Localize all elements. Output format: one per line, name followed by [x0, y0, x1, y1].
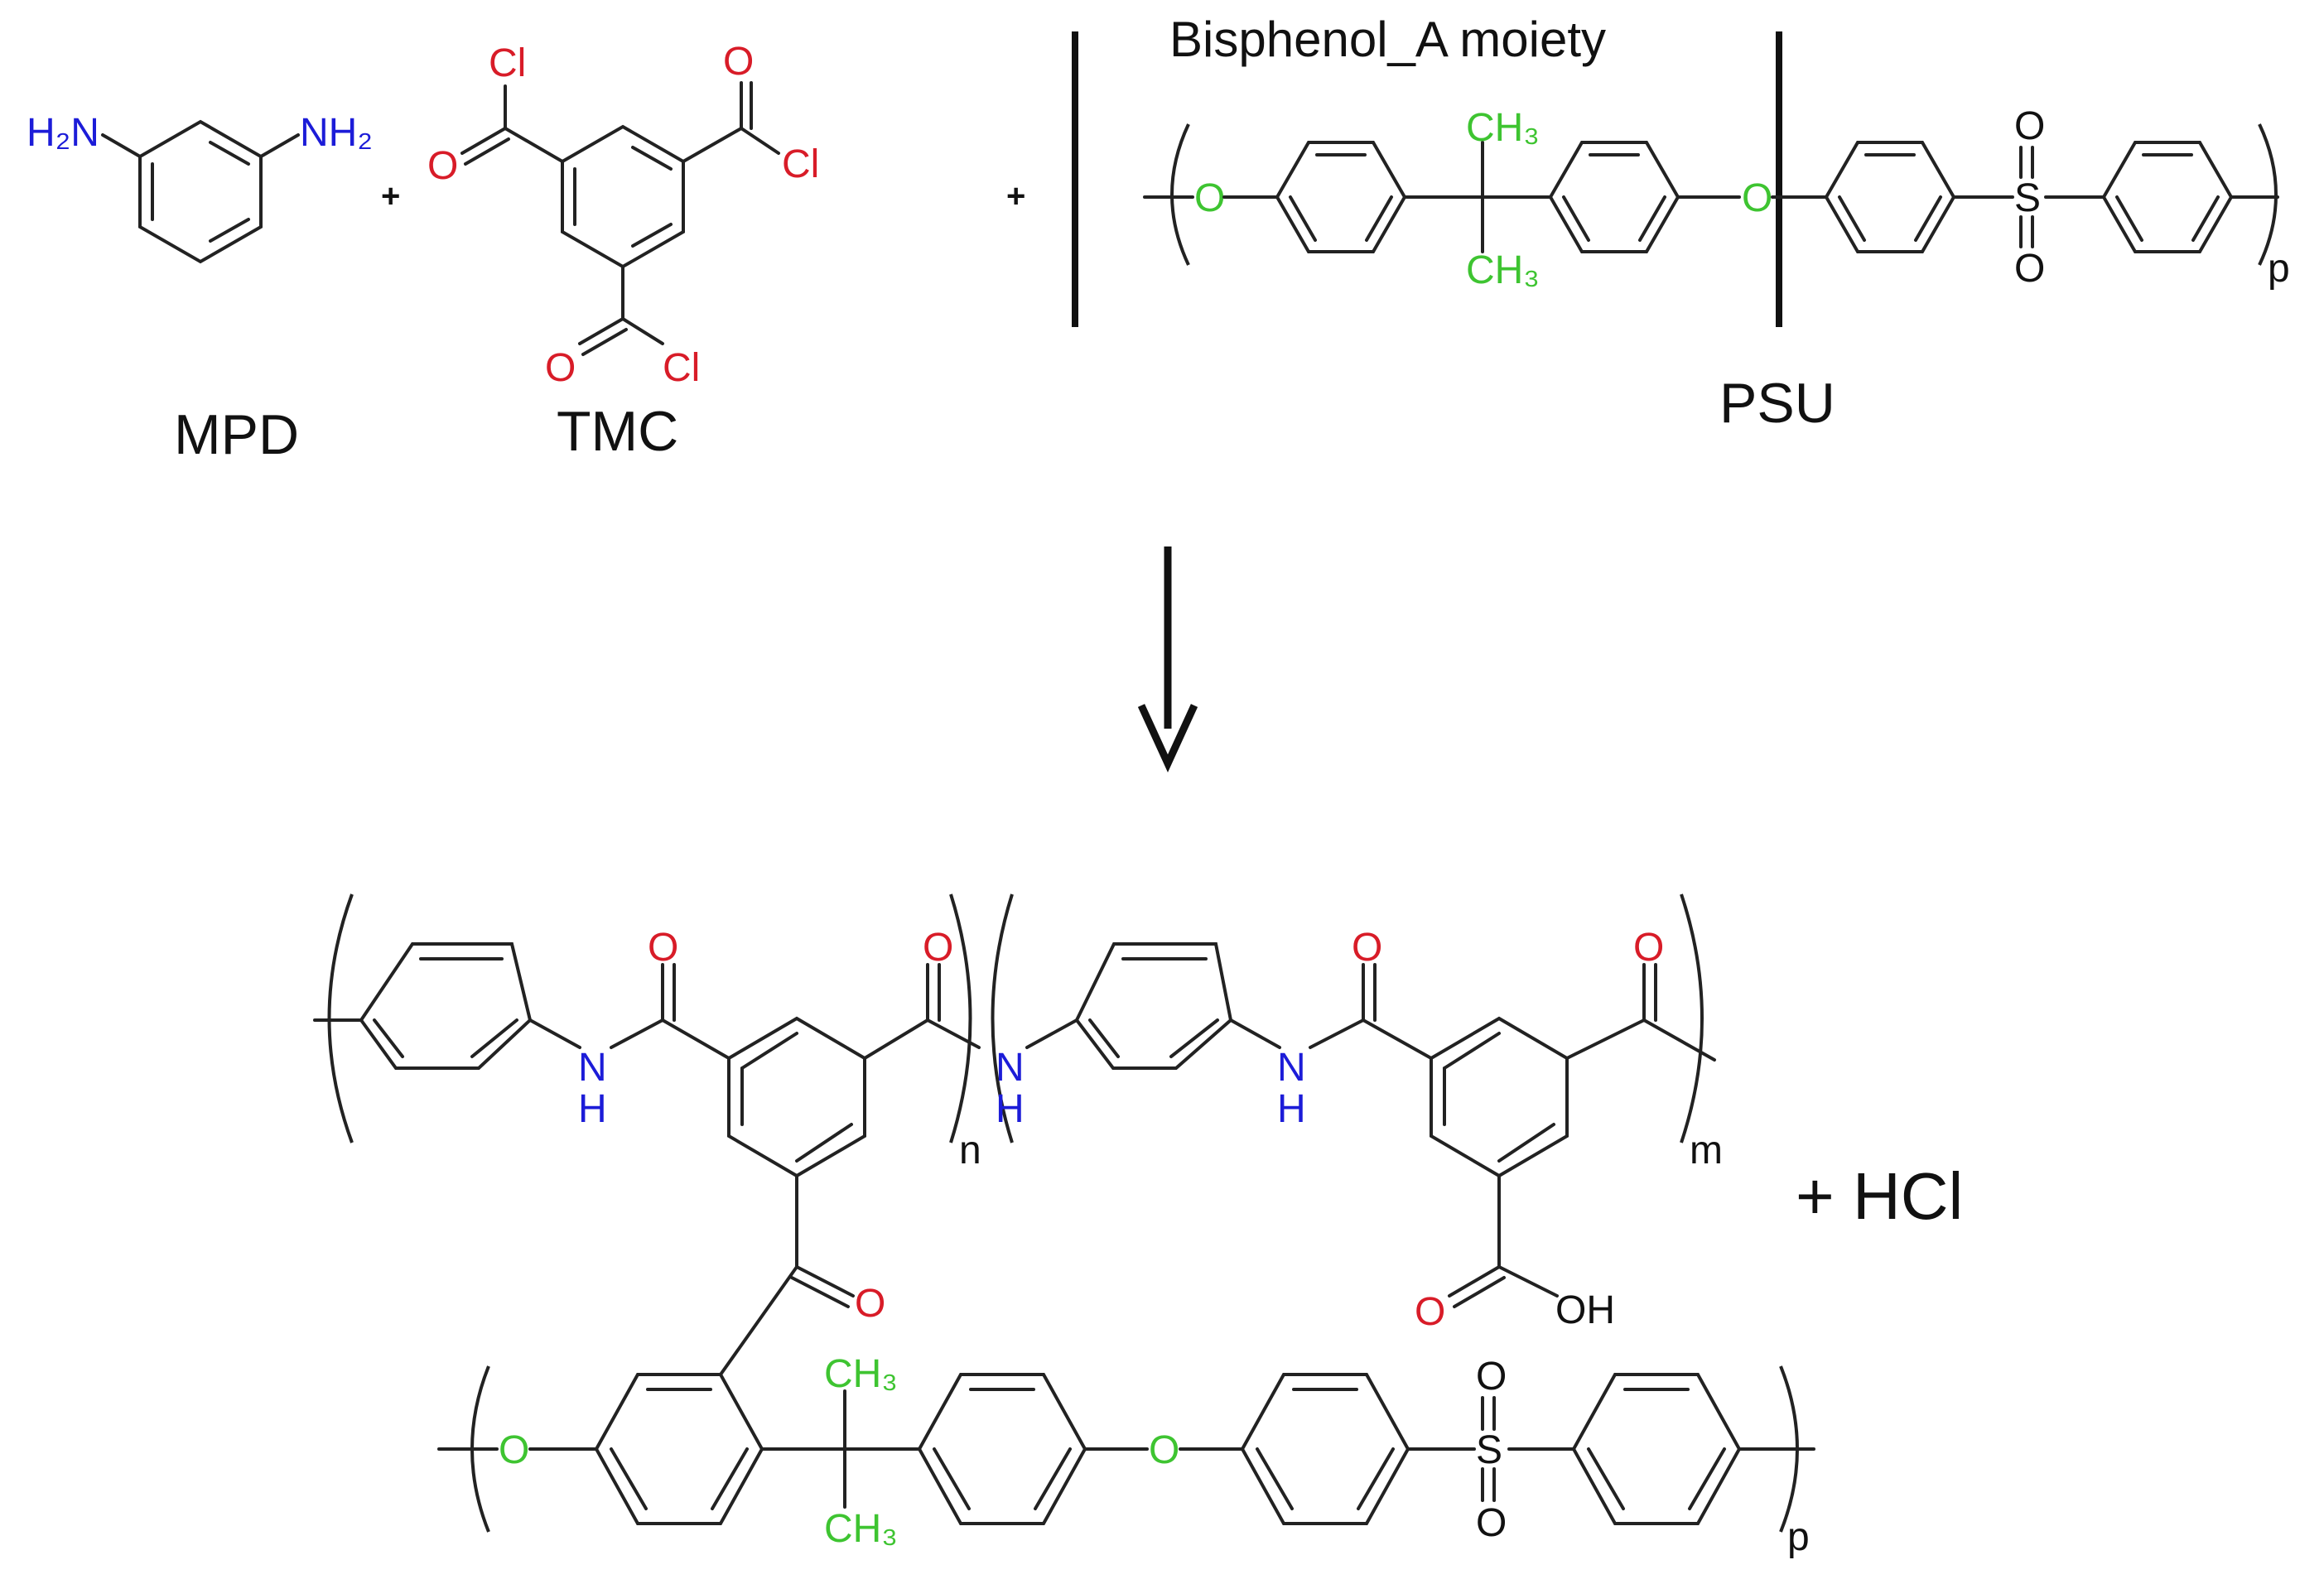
- carbonyl-o-2-label: O: [923, 926, 953, 970]
- linking-carbonyl-o-label: O: [855, 1282, 885, 1326]
- reaction-arrow: [1137, 546, 1198, 773]
- carbonyl-o-4-label: O: [1633, 926, 1664, 970]
- product-repeat-subscript-p: p: [1787, 1515, 1810, 1559]
- amide-n-2-label: N: [996, 1046, 1025, 1090]
- psu-structure: O CH₃ CH₃ O S O O: [1143, 104, 2279, 292]
- mpd-amine-left-label: H₂N: [27, 111, 99, 155]
- psu-ether-o-right-label: O: [1742, 176, 1772, 220]
- product-sulfone-o-top-label: O: [1476, 1355, 1507, 1399]
- amide-h-2-label: H: [996, 1087, 1025, 1131]
- tmc-bottom-o-label: O: [545, 346, 576, 390]
- polyamide-network-structure: N H O O n N H N H O: [313, 893, 1723, 1376]
- amide-n-1-label: N: [578, 1046, 607, 1090]
- tmc-right-o-label: O: [723, 40, 754, 84]
- repeat-subscript-n: n: [959, 1129, 981, 1172]
- psu-sulfone-o-bottom-label: O: [2014, 247, 2045, 291]
- carbonyl-o-1-label: O: [648, 926, 678, 970]
- tmc-label: TMC: [557, 400, 678, 463]
- amide-n-3-label: N: [1277, 1046, 1306, 1090]
- psu-sulfone-s-label: S: [2014, 176, 2041, 220]
- product-ether-o-right-label: O: [1149, 1428, 1179, 1472]
- repeat-subscript-m: m: [1690, 1129, 1723, 1172]
- amide-h-1-label: H: [578, 1087, 607, 1131]
- bisphenol-a-moiety-label: Bisphenol_A moiety: [1169, 12, 1606, 67]
- mpd-amine-right-label: NH₂: [300, 111, 373, 155]
- psu-repeat-subscript-p: p: [2268, 247, 2290, 291]
- product-sulfone-o-bottom-label: O: [1476, 1501, 1507, 1545]
- plus-sign-1: +: [381, 178, 400, 214]
- product-ether-o-left-label: O: [499, 1428, 529, 1472]
- psu-label: PSU: [1719, 372, 1835, 435]
- tmc-right-cl-label: Cl: [782, 142, 819, 186]
- plus-sign-2: +: [1006, 178, 1025, 214]
- psu-methyl-bottom-label: CH₃: [1466, 248, 1540, 292]
- product-methyl-bottom-label: CH₃: [824, 1507, 898, 1551]
- mpd-structure: H₂N NH₂: [27, 111, 373, 264]
- hcl-byproduct-label: + HCl: [1796, 1159, 1963, 1233]
- psu-sulfone-o-top-label: O: [2014, 104, 2045, 148]
- product-sulfone-s-label: S: [1476, 1428, 1502, 1472]
- tmc-left-cl-label: Cl: [489, 41, 526, 85]
- product-methyl-top-label: CH₃: [824, 1352, 898, 1396]
- amide-h-3-label: H: [1277, 1087, 1306, 1131]
- tmc-bottom-cl-label: Cl: [663, 346, 700, 390]
- psu-ether-o-left-label: O: [1194, 176, 1225, 220]
- carbonyl-o-3-label: O: [1352, 926, 1382, 970]
- psu-methyl-top-label: CH₃: [1466, 106, 1540, 150]
- tmc-structure: Cl O O Cl O Cl: [427, 40, 819, 390]
- carboxyl-o-label: O: [1415, 1290, 1445, 1334]
- mpd-label: MPD: [174, 403, 299, 466]
- carboxyl-oh-label: OH: [1555, 1288, 1615, 1332]
- grafted-psu-structure: O CH₃ CH₃ O S O O: [437, 1352, 1815, 1551]
- tmc-left-o-label: O: [427, 144, 458, 188]
